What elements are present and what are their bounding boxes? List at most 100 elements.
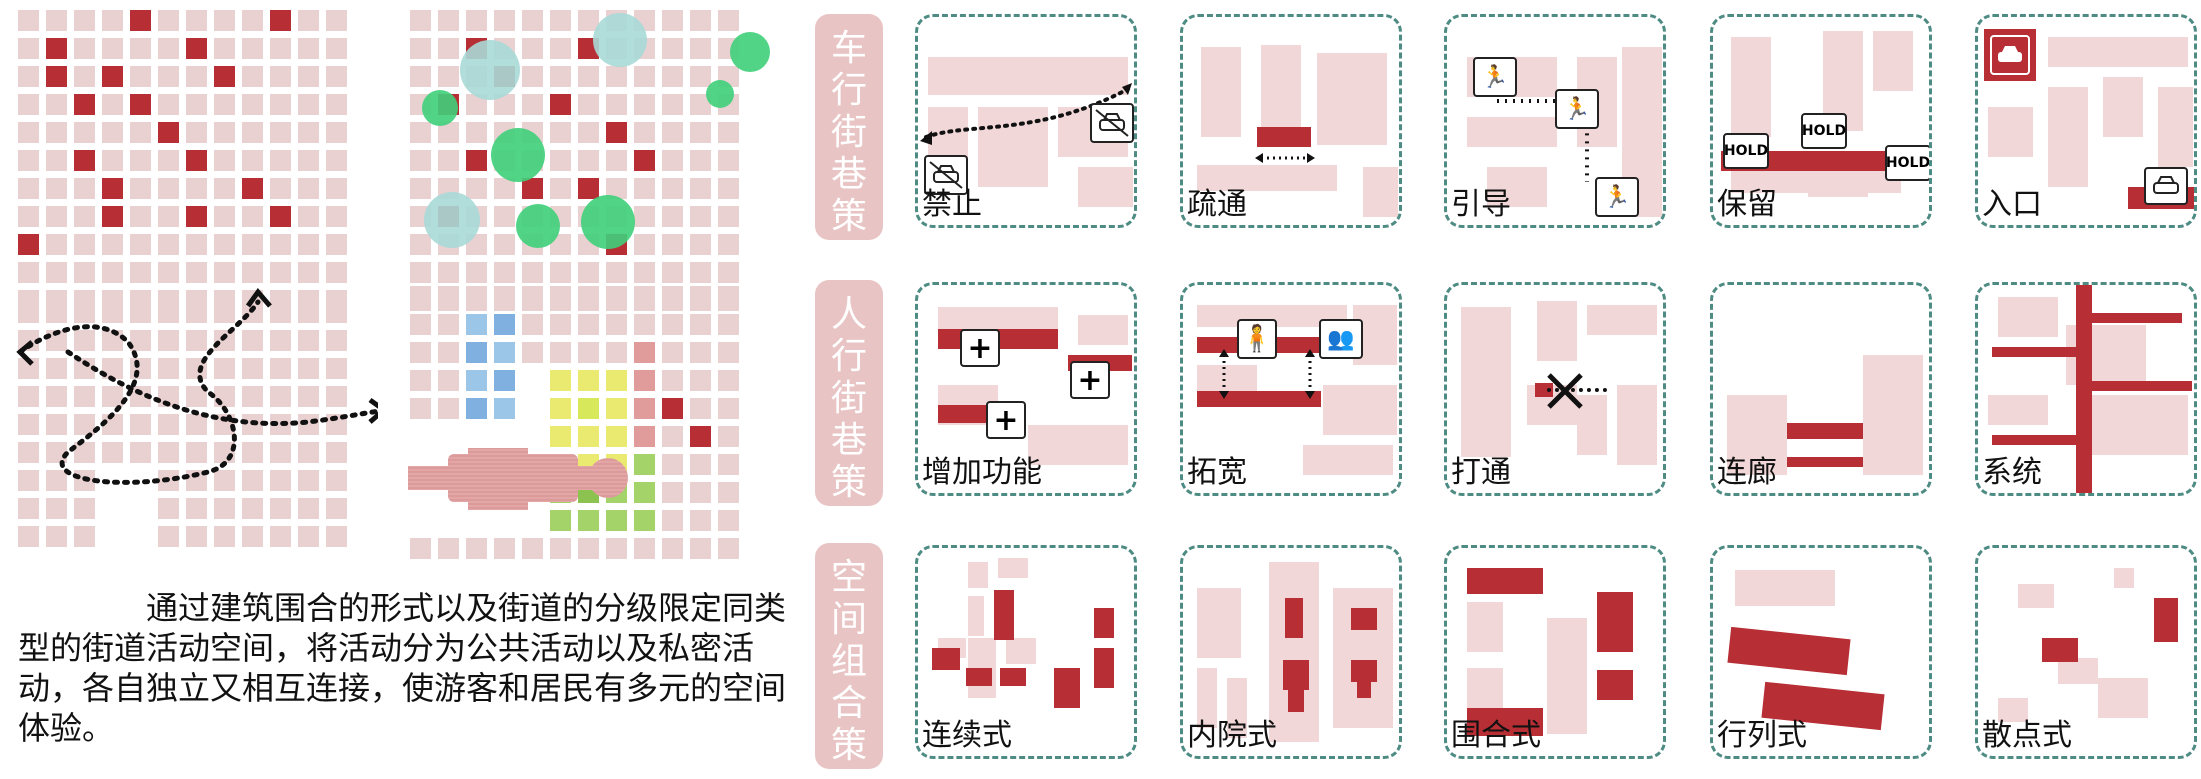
grid-cell — [242, 358, 263, 379]
branch-bar — [2092, 313, 2182, 323]
grid-cell — [46, 330, 67, 351]
plus-icon: + — [960, 329, 1000, 367]
grid-cell — [242, 526, 263, 547]
grid-cell — [270, 386, 291, 407]
grid-cell — [74, 178, 95, 199]
grid-cell — [522, 342, 543, 363]
grid-cell — [634, 398, 655, 419]
grid-cell — [578, 286, 599, 307]
grid-cell — [606, 510, 627, 531]
grid-cell — [522, 286, 543, 307]
grid-cell — [410, 10, 431, 31]
grid-cell — [74, 302, 95, 323]
grid-cell — [46, 262, 67, 283]
grid-cell — [634, 286, 655, 307]
building-block — [1597, 592, 1633, 652]
grid-cell — [550, 262, 571, 283]
grid-cell — [242, 498, 263, 519]
grid-cell — [46, 498, 67, 519]
building-block — [994, 590, 1014, 640]
grid-cell — [298, 386, 319, 407]
grid-cell — [634, 538, 655, 559]
grid-cell — [578, 262, 599, 283]
grid-cell — [690, 538, 711, 559]
grid-cell — [158, 498, 179, 519]
grid-cell — [662, 38, 683, 59]
grid-cell — [326, 302, 347, 323]
grid-cell — [18, 302, 39, 323]
strategy-label: 保留 — [1717, 187, 1777, 222]
grid-cell — [326, 330, 347, 351]
grid-cell — [410, 262, 431, 283]
grid-cell — [494, 262, 515, 283]
grid-cell — [214, 178, 235, 199]
grid-cell — [606, 94, 627, 115]
grid-cell — [326, 386, 347, 407]
grid-cell — [634, 94, 655, 115]
grid-cell — [270, 262, 291, 283]
grid-cell — [158, 234, 179, 255]
person-icon: 🧍 — [1237, 319, 1277, 359]
grid-cell — [718, 454, 739, 475]
grid-cell — [326, 38, 347, 59]
activity-circle — [516, 204, 560, 248]
activity-circle — [581, 195, 635, 249]
grid-cell — [158, 442, 179, 463]
grid-cell — [690, 94, 711, 115]
grid-cell — [522, 314, 543, 335]
grid-cell — [242, 330, 263, 351]
grid-cell — [46, 122, 67, 143]
grid-cell — [578, 342, 599, 363]
grid-cell — [522, 262, 543, 283]
grid-cell — [662, 538, 683, 559]
grid-cell — [298, 10, 319, 31]
grid-cell — [242, 66, 263, 87]
grid-cell — [130, 150, 151, 171]
grid-cell — [130, 262, 151, 283]
grid-cell — [718, 286, 739, 307]
grid-cell — [46, 178, 67, 199]
grid-cell — [550, 342, 571, 363]
grid-cell — [578, 150, 599, 171]
grid-cell — [718, 122, 739, 143]
row-label-pedestrian: 人行街巷策 — [815, 280, 883, 506]
grid-cell — [466, 314, 487, 335]
grid-cell — [270, 206, 291, 227]
grid-cell — [438, 342, 459, 363]
grid-cell — [690, 234, 711, 255]
grid-cell — [74, 10, 95, 31]
strategy-card-corridor: 连廊 — [1710, 282, 1932, 496]
grid-cell — [186, 122, 207, 143]
grid-cell — [18, 526, 39, 547]
dotted-route-line — [920, 83, 1132, 145]
grid-cell — [102, 234, 123, 255]
corridor-bar — [1787, 423, 1863, 439]
strategy-label: 连廊 — [1717, 455, 1777, 490]
grid-cell — [326, 206, 347, 227]
grid-cell — [130, 442, 151, 463]
grid-cell — [494, 234, 515, 255]
grid-cell — [438, 122, 459, 143]
grid-cell — [550, 38, 571, 59]
grid-cell — [270, 302, 291, 323]
grid-cell — [718, 370, 739, 391]
grid-cell — [242, 206, 263, 227]
grid-cell — [326, 234, 347, 255]
grid-cell — [438, 370, 459, 391]
grid-cell — [46, 38, 67, 59]
grid-cell — [18, 206, 39, 227]
grid-cell — [438, 286, 459, 307]
grid-cell — [46, 150, 67, 171]
building-block — [2154, 598, 2178, 642]
grid-cell — [18, 122, 39, 143]
grid-cell — [270, 66, 291, 87]
grid-cell — [550, 286, 571, 307]
grid-cell — [438, 262, 459, 283]
grid-cell — [410, 178, 431, 199]
grid-cell — [578, 122, 599, 143]
grid-cell — [74, 414, 95, 435]
grid-cell — [298, 302, 319, 323]
grid-cell — [662, 398, 683, 419]
running-person-icon: 🏃 — [1555, 89, 1599, 129]
grid-cell — [690, 206, 711, 227]
